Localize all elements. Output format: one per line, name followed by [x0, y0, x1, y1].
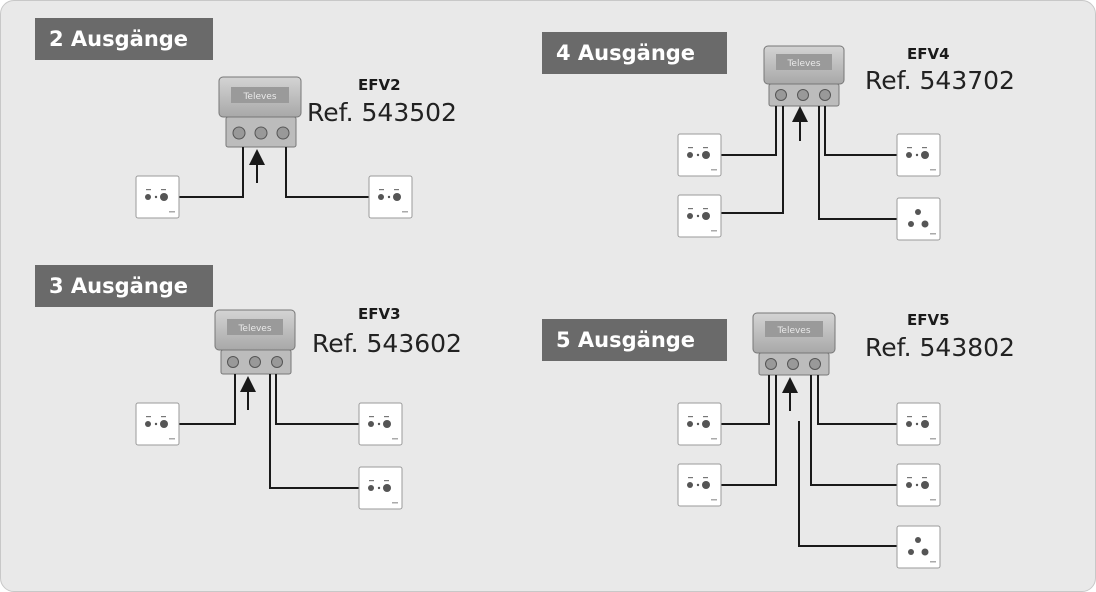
brand-efv5: Televes [776, 326, 810, 336]
ref-efv2: Ref. 543502 [307, 98, 457, 127]
model-efv3: EFV3 [358, 305, 401, 323]
badge-4-outputs: 4 Ausgänge [542, 32, 727, 74]
model-efv4: EFV4 [907, 45, 950, 63]
ref-efv5: Ref. 543802 [865, 333, 1015, 362]
outlet-efv3-1 [135, 402, 180, 446]
outlet-efv3-2 [358, 402, 403, 446]
badge-2-outputs: 2 Ausgänge [35, 18, 213, 60]
brand-efv2: Televes [242, 92, 276, 102]
brand-efv4: Televes [786, 59, 820, 69]
splitter-efv4: Televes [763, 45, 845, 107]
model-efv2: EFV2 [358, 76, 401, 94]
efv5-group: Televes [677, 312, 941, 569]
outlet-efv4-2 [677, 194, 722, 238]
outlet-efv2-2 [368, 175, 413, 219]
outlet-efv4-3 [896, 133, 941, 177]
outlet-efv5-5 [896, 525, 941, 569]
outlet-efv2-1 [135, 175, 180, 219]
brand-efv3: Televes [237, 324, 271, 334]
outlet-efv5-3 [896, 402, 941, 446]
ref-efv3: Ref. 543602 [312, 329, 462, 358]
model-efv5: EFV5 [907, 311, 950, 329]
outlet-efv5-1 [677, 402, 722, 446]
efv3-group: Televes [135, 309, 403, 510]
outlet-efv4-4 [896, 197, 941, 241]
badge-5-outputs: 5 Ausgänge [542, 319, 727, 361]
badge-3-outputs: 3 Ausgänge [35, 265, 213, 307]
splitter-efv3: Televes [214, 309, 296, 375]
splitter-efv2: Televes [218, 76, 302, 148]
efv4-group: Televes [677, 45, 941, 241]
ref-efv4: Ref. 543702 [865, 66, 1015, 95]
outlet-efv5-2 [677, 463, 722, 507]
efv2-group: Televes [135, 76, 413, 219]
outlet-efv5-4 [896, 463, 941, 507]
outlet-efv3-3 [358, 466, 403, 510]
splitter-efv5: Televes [752, 312, 836, 376]
outlet-efv4-1 [677, 133, 722, 177]
